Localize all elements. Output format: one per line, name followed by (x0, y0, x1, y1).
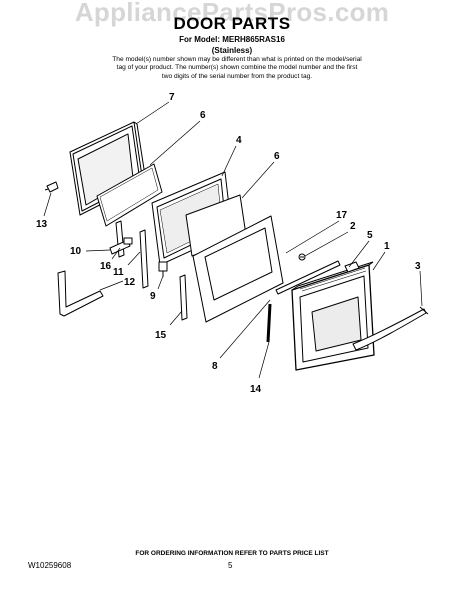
callout-labels: 7 6 4 6 13 17 2 5 1 10 16 11 12 9 3 15 8… (36, 92, 421, 395)
side-strip (139, 229, 149, 289)
callout-6-upper: 6 (200, 110, 206, 121)
glass-panel-upper (96, 163, 163, 227)
model-note: The model(s) number shown may be differe… (112, 56, 362, 80)
callout-13: 13 (36, 219, 48, 230)
callout-15: 15 (155, 330, 167, 341)
leader-lines (43, 101, 423, 379)
door-channel (57, 270, 104, 317)
outer-door-glass (192, 215, 284, 323)
hinge-bracket (158, 261, 168, 277)
variant-line: (Stainless) (211, 46, 253, 55)
callout-1: 1 (384, 241, 390, 252)
callout-7: 7 (169, 92, 175, 103)
callout-12: 12 (124, 277, 136, 288)
callout-4: 4 (236, 135, 242, 146)
ordering-note: FOR ORDERING INFORMATION REFER TO PARTS … (135, 550, 329, 557)
callout-2: 2 (350, 221, 356, 232)
callout-8: 8 (212, 361, 218, 372)
watermark: AppliancePartsPros.com (74, 0, 390, 27)
door-trim-strip (275, 260, 341, 295)
hinge-assembly (109, 220, 133, 258)
handle-screw-part-5 (344, 261, 360, 273)
page-title: DOOR PARTS (173, 14, 291, 33)
callout-10: 10 (70, 246, 82, 257)
callout-14: 14 (250, 384, 262, 395)
page-number: 5 (228, 561, 233, 570)
model-line: For Model: MERH865RAS16 (179, 35, 285, 44)
callout-6-lower: 6 (274, 151, 280, 162)
callout-3: 3 (415, 261, 421, 272)
document-number: W10259608 (28, 561, 72, 570)
door-gasket (266, 303, 272, 343)
door-latch-strip (179, 274, 188, 321)
screw-part-13 (44, 181, 59, 193)
screw-part-2 (298, 253, 306, 261)
callout-5: 5 (367, 230, 373, 241)
callout-11: 11 (113, 267, 124, 278)
callout-16: 16 (100, 261, 112, 272)
callout-9: 9 (150, 291, 156, 302)
door-handle (352, 306, 429, 351)
callout-17: 17 (336, 210, 348, 221)
